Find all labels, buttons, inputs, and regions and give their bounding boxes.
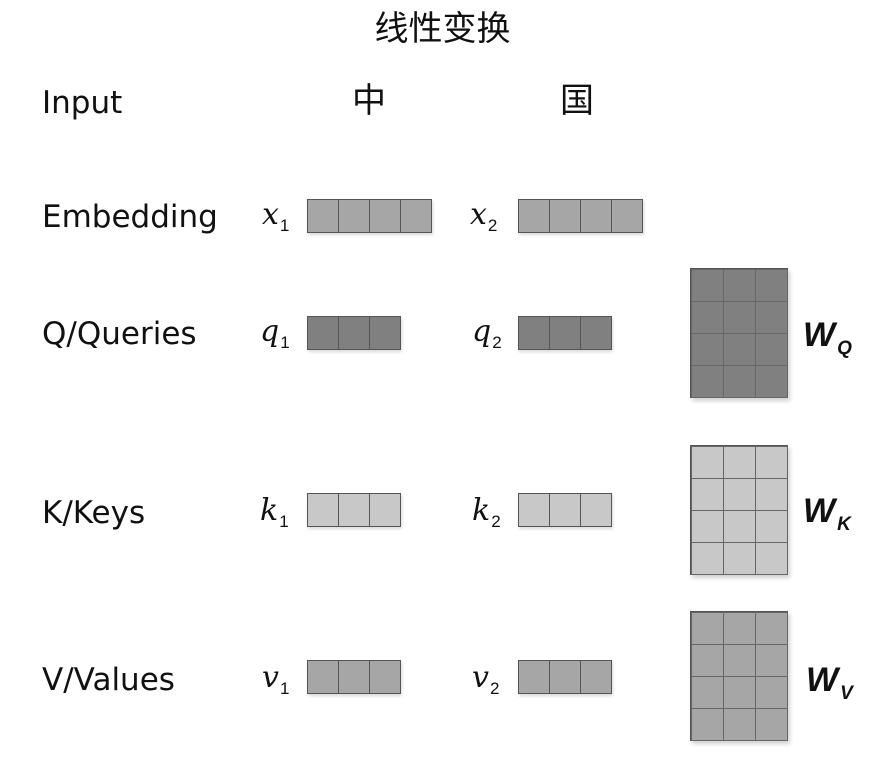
weight-matrix-k — [690, 445, 788, 575]
vector-cell — [338, 316, 370, 350]
matrix-cell — [722, 541, 756, 575]
var-v1: v1 — [262, 660, 290, 699]
diagram-title: 线性变换 — [374, 9, 511, 49]
matrix-cell — [754, 509, 788, 543]
var-q1: q1 — [260, 314, 290, 353]
matrix-cell — [754, 675, 788, 709]
vector-cell — [369, 199, 401, 233]
vector-cell — [580, 493, 612, 527]
vector-cell — [549, 660, 581, 694]
vector-cell — [369, 660, 401, 694]
matrix-cell — [722, 445, 756, 479]
vector-cell — [518, 660, 550, 694]
vector-cell — [307, 493, 339, 527]
vector-cell — [307, 660, 339, 694]
row-label-queries: Q/Queries — [42, 316, 197, 352]
token-2: 国 — [560, 81, 594, 121]
vector-cell — [338, 493, 370, 527]
vector-cell — [611, 199, 643, 233]
matrix-cell — [722, 643, 756, 677]
matrix-cell — [754, 300, 788, 334]
matrix-cell — [690, 332, 724, 366]
matrix-cell — [690, 675, 724, 709]
vector-cell — [400, 199, 432, 233]
matrix-cell — [754, 707, 788, 741]
var-k2: k2 — [472, 493, 501, 532]
matrix-cell — [690, 643, 724, 677]
matrix-cell — [690, 364, 724, 398]
matrix-cell — [690, 477, 724, 511]
matrix-cell — [722, 300, 756, 334]
matrix-cell — [722, 364, 756, 398]
value-vector-2 — [518, 660, 612, 694]
row-label-input: Input — [42, 85, 123, 121]
matrix-cell — [722, 611, 756, 645]
vector-cell — [580, 199, 612, 233]
matrix-cell — [722, 675, 756, 709]
var-v2: v2 — [472, 660, 500, 699]
key-vector-1 — [307, 493, 401, 527]
embedding-vector-1 — [307, 199, 432, 233]
matrix-cell — [690, 509, 724, 543]
token-1: 中 — [352, 81, 386, 121]
matrix-cell — [754, 332, 788, 366]
var-q2: q2 — [472, 314, 502, 353]
matrix-cell — [690, 445, 724, 479]
matrix-cell — [722, 332, 756, 366]
var-k1: k1 — [260, 493, 289, 532]
value-vector-1 — [307, 660, 401, 694]
var-x1: x1 — [262, 197, 290, 236]
vector-cell — [580, 316, 612, 350]
vector-cell — [549, 199, 581, 233]
matrix-cell — [722, 707, 756, 741]
vector-cell — [549, 316, 581, 350]
var-x2: x2 — [470, 197, 498, 236]
vector-cell — [518, 493, 550, 527]
query-vector-1 — [307, 316, 401, 350]
weight-matrix-q — [690, 268, 788, 398]
vector-cell — [580, 660, 612, 694]
vector-cell — [369, 316, 401, 350]
weight-matrix-v — [690, 611, 788, 741]
vector-cell — [518, 316, 550, 350]
row-label-keys: K/Keys — [42, 495, 146, 531]
vector-cell — [307, 199, 339, 233]
matrix-cell — [754, 268, 788, 302]
vector-cell — [369, 493, 401, 527]
matrix-cell — [690, 541, 724, 575]
vector-cell — [338, 199, 370, 233]
vector-cell — [338, 660, 370, 694]
matrix-cell — [722, 477, 756, 511]
matrix-cell — [754, 477, 788, 511]
matrix-cell — [690, 300, 724, 334]
matrix-cell — [754, 445, 788, 479]
row-label-values: V/Values — [42, 662, 175, 698]
matrix-cell — [690, 707, 724, 741]
matrix-cell — [754, 364, 788, 398]
embedding-vector-2 — [518, 199, 643, 233]
matrix-cell — [722, 268, 756, 302]
matrix-cell — [690, 268, 724, 302]
vector-cell — [549, 493, 581, 527]
matrix-cell — [754, 541, 788, 575]
vector-cell — [307, 316, 339, 350]
matrix-cell — [754, 643, 788, 677]
row-label-embedding: Embedding — [42, 199, 218, 235]
matrix-cell — [754, 611, 788, 645]
matrix-cell — [690, 611, 724, 645]
key-vector-2 — [518, 493, 612, 527]
vector-cell — [518, 199, 550, 233]
query-vector-2 — [518, 316, 612, 350]
matrix-cell — [722, 509, 756, 543]
